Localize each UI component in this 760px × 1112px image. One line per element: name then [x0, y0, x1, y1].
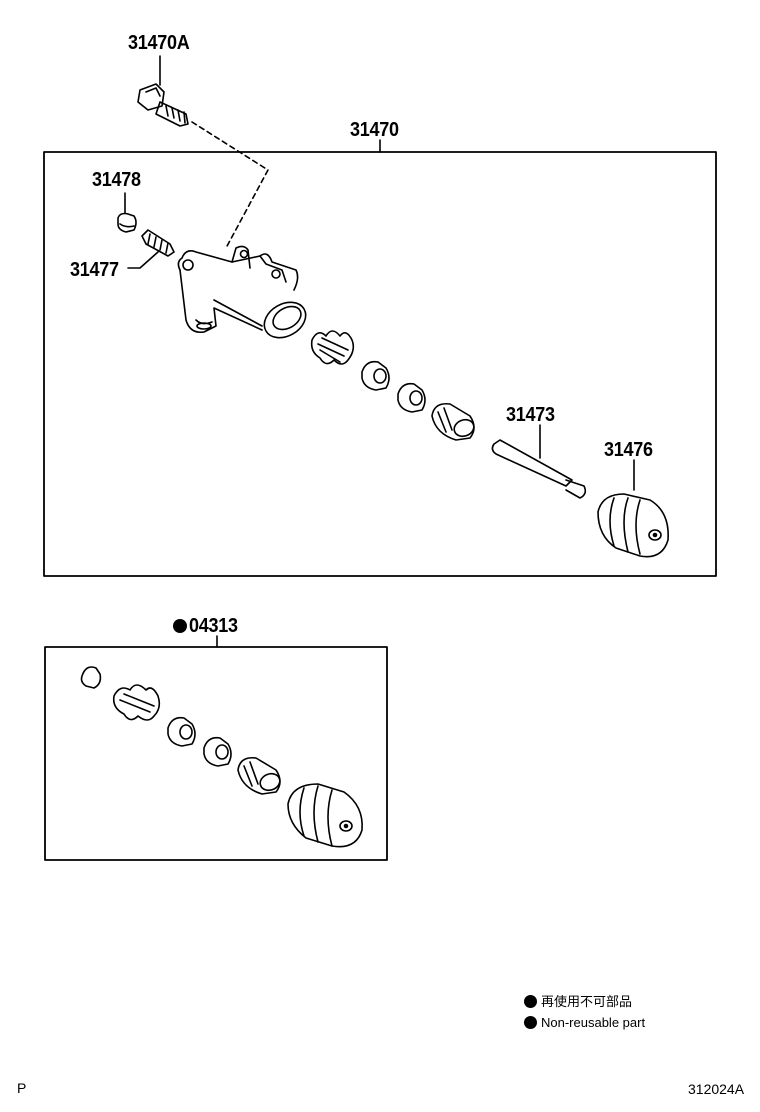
label-assembly: 31470 [350, 119, 399, 141]
bleeder-plug-31477 [127, 229, 175, 269]
label-boot: 31476 [604, 439, 653, 461]
label-kit: 04313 [189, 615, 238, 637]
kit-spring [112, 684, 161, 721]
spring [310, 330, 355, 365]
legend-en-text: Non-reusable part [541, 1015, 646, 1030]
footer-right: 312024A [688, 1081, 745, 1097]
push-rod-31473 [491, 424, 587, 499]
kit-piston [237, 756, 281, 795]
boot-31476 [597, 459, 669, 558]
bolt-guide-line [191, 121, 269, 249]
kit-nonreusable-marker-icon [173, 619, 187, 633]
legend-jp-text: 再使用不可部品 [541, 994, 633, 1009]
label-cap: 31478 [92, 169, 141, 191]
label-push-rod: 31473 [506, 404, 555, 426]
filled-circle-icon [524, 1016, 537, 1029]
label-bleeder-plug: 31477 [70, 259, 119, 281]
kit-cup-2 [203, 736, 232, 767]
legend-en: Non-reusable part [524, 1015, 645, 1031]
kit-cap [80, 666, 102, 689]
cup-1 [361, 360, 390, 391]
label-bolt: 31470A [128, 32, 190, 54]
filled-circle-icon [524, 995, 537, 1008]
cylinder-body [177, 245, 307, 339]
kit-frame [44, 646, 388, 861]
kit-cup-1 [167, 716, 196, 747]
footer-left: P [17, 1080, 27, 1096]
kit-boot [287, 783, 363, 848]
bolt-31470A [137, 55, 189, 127]
cap-31478 [117, 192, 137, 233]
piston [431, 402, 475, 441]
cup-2 [397, 382, 426, 413]
legend-jp: 再使用不可部品 [524, 994, 632, 1010]
